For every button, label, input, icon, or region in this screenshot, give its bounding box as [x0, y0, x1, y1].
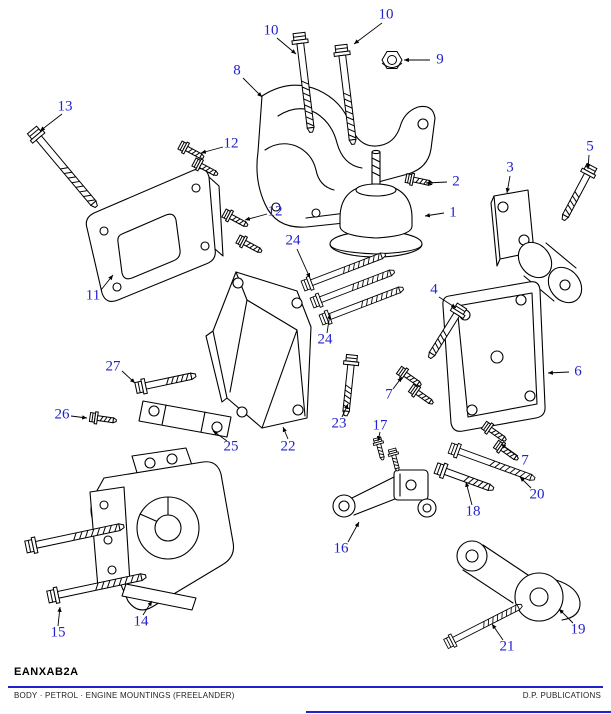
- bolt-24-c: [318, 281, 407, 328]
- bolt-21: [442, 598, 526, 651]
- part-14-mount-assembly: [89, 447, 235, 611]
- stud-17-a: [371, 436, 389, 462]
- leader-lines: [39, 22, 591, 641]
- footer-text-row: BODY · PETROL · ENGINE MOUNTINGS (FREELA…: [14, 691, 601, 700]
- screw-2: [404, 171, 434, 190]
- part-3-bracket-bushing: [490, 189, 583, 304]
- bolt-27: [133, 367, 198, 396]
- footer: EANXAB2A BODY · PETROL · ENGINE MOUNTING…: [0, 662, 611, 714]
- parts-group: [85, 84, 583, 622]
- nut-9: [381, 51, 403, 69]
- footer-description: BODY · PETROL · ENGINE MOUNTINGS (FREELA…: [14, 691, 235, 700]
- part-11-mount-bracket: [85, 168, 224, 302]
- bolt-13: [25, 124, 103, 213]
- bolt-24-b: [309, 264, 398, 311]
- part-19-torque-rod: [456, 540, 581, 622]
- screw-12-d: [234, 233, 265, 258]
- footer-publisher: D.P. PUBLICATIONS: [522, 691, 601, 700]
- part-22-centre-bracket: [205, 271, 312, 429]
- screw-7-d: [492, 438, 522, 465]
- screw-7-b: [407, 382, 437, 409]
- footer-rule-bottom: [306, 711, 611, 713]
- bolt-23: [337, 353, 360, 417]
- part-16-linkage: [332, 469, 437, 518]
- bolt-5: [556, 161, 600, 224]
- screw-12-c: [220, 207, 251, 232]
- figure-code: EANXAB2A: [14, 666, 79, 678]
- part-25-tie-bar: [138, 400, 232, 438]
- stud-17-b: [386, 447, 404, 473]
- bolt-18: [432, 460, 497, 497]
- screw-26: [88, 410, 118, 428]
- footer-rule-top: [8, 686, 603, 688]
